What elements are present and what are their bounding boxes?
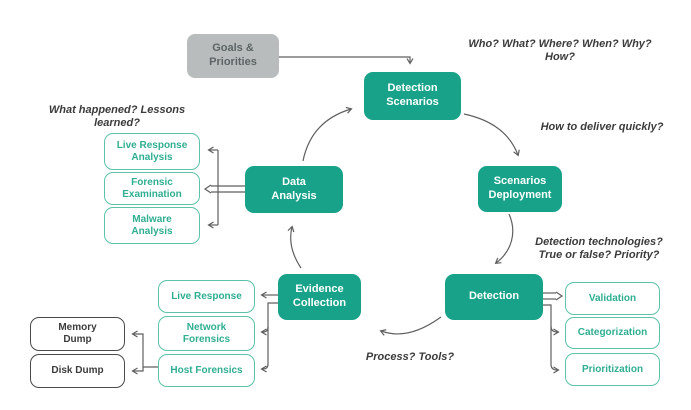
node-prioritization: Prioritization — [565, 353, 660, 386]
host-forensics-branch-to-disk-dump — [131, 367, 144, 375]
arrowhead-to-validation — [555, 291, 564, 301]
node-validation: Validation — [565, 282, 660, 315]
node-detection-scenarios: Detection Scenarios — [364, 72, 461, 120]
node-detection: Detection — [445, 274, 543, 320]
question-who-what-where: Who? What? Where? When? Why? How? — [468, 38, 652, 64]
arrow-detection-to-evidence-collection — [379, 316, 442, 336]
detection-branch-to-prioritization — [543, 304, 560, 374]
node-data-analysis: Data Analysis — [245, 166, 343, 213]
node-evidence-collection: Evidence Collection — [278, 274, 361, 320]
detection-branch-to-categorization — [550, 325, 560, 336]
evidence-collection-branch-to-host-forensics — [260, 302, 278, 373]
node-malware-analysis: Malware Analysis — [104, 207, 200, 244]
node-disk-dump: Disk Dump — [30, 354, 125, 388]
arrow-goals-to-detection-scenarios — [279, 56, 414, 65]
node-memory-dump: Memory Dump — [30, 317, 125, 351]
question-lessons-learned: What happened? Lessons learned? — [48, 104, 186, 130]
arrowhead-to-forensic-examination — [203, 184, 212, 194]
node-network-forensics: Network Forensics — [158, 316, 255, 351]
arrow-evidence-collection-to-data-analysis — [287, 225, 302, 269]
node-goals-priorities: Goals & Priorities — [187, 34, 279, 78]
question-detection-technologies: Detection technologies? True or false? P… — [535, 236, 663, 262]
arrow-scenarios-deployment-to-detection — [494, 213, 514, 265]
node-categorization: Categorization — [565, 317, 660, 349]
node-live-response: Live Response — [158, 280, 255, 313]
question-process-tools: Process? Tools? — [365, 351, 455, 363]
arrow-detection-scenarios-to-scenarios-deployment — [463, 113, 520, 157]
host-forensics-branch-to-memory-dump — [131, 330, 158, 368]
arrow-data-analysis-to-detection-scenarios — [302, 106, 353, 162]
node-host-forensics: Host Forensics — [158, 354, 255, 387]
node-forensic-examination: Forensic Examination — [104, 172, 200, 205]
node-live-response-analysis: Live Response Analysis — [104, 133, 200, 170]
evidence-collection-branch-to-network-forensics — [260, 326, 269, 336]
question-deliver-quickly: How to deliver quickly? — [540, 121, 664, 133]
node-scenarios-deployment: Scenarios Deployment — [478, 166, 562, 212]
